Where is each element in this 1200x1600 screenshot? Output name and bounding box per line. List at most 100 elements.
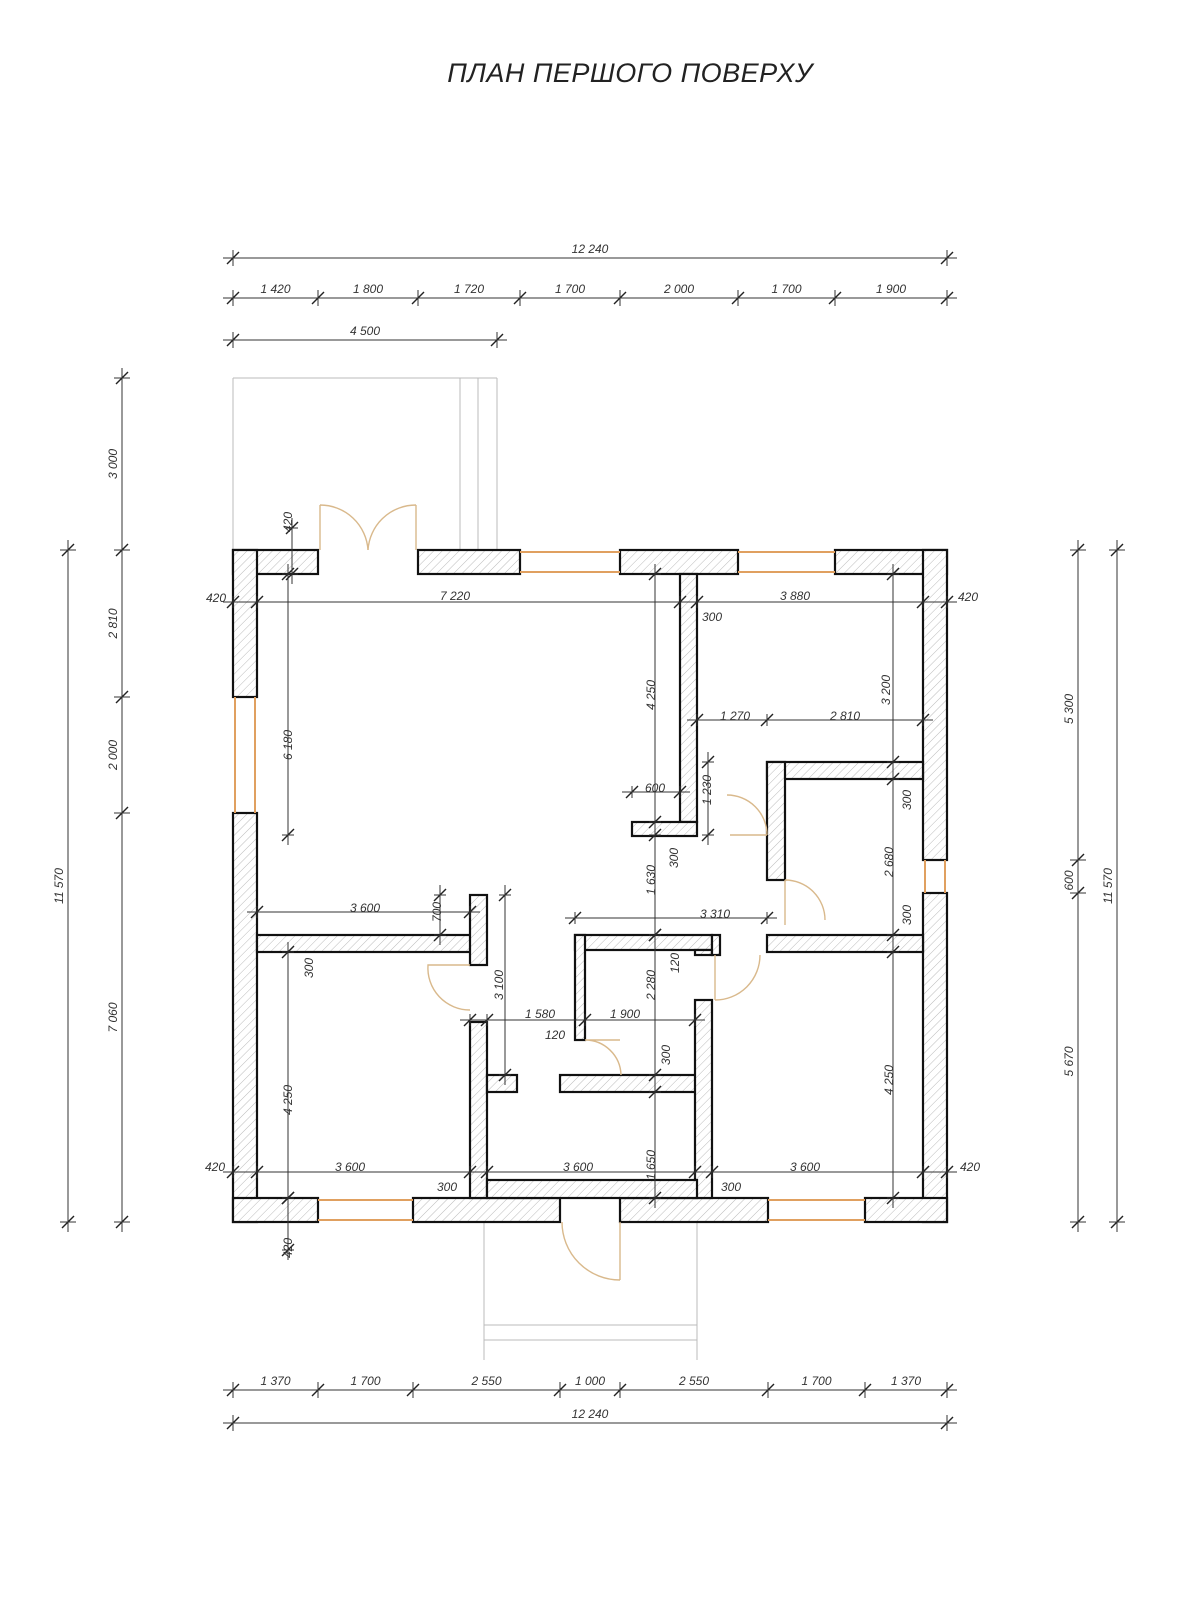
top-chain-dimension: 1 700	[555, 282, 585, 296]
wall	[765, 760, 787, 882]
bottom-chain-dimension: 2 550	[470, 1374, 501, 1388]
top-chain-dimension: 1 800	[353, 282, 383, 296]
porch-dimension: 4 500	[350, 324, 380, 338]
wall	[765, 933, 925, 954]
interior-dimension-label: 3 600	[350, 901, 380, 915]
bottom-chain-dimension: 1 700	[350, 1374, 380, 1388]
dimension-labels: 12 240 1 420 1 800 1 720 1 700 2 000 1 700 1 90…	[52, 242, 1115, 1421]
wall	[618, 548, 740, 576]
interior-dimension-label: 1 900	[610, 1007, 640, 1021]
wall	[231, 548, 259, 699]
wall	[231, 811, 259, 1224]
wall	[573, 933, 714, 952]
left-chain-dimension: 7 060	[106, 1002, 120, 1032]
door-swing	[367, 504, 417, 551]
door-swing	[784, 879, 826, 925]
top-chain-dimension: 1 420	[260, 282, 290, 296]
interior-dimension-label: 300	[437, 1180, 457, 1194]
right-chain-dimension: 600	[1062, 870, 1076, 890]
wall	[416, 548, 522, 576]
interior-dimension-label: 3 100	[492, 970, 506, 1000]
interior-dimension-label: 120	[668, 953, 682, 973]
interior-dimension-label: 4 250	[644, 680, 658, 710]
right-chain-dimension: 5 300	[1062, 694, 1076, 724]
wall	[693, 998, 714, 1200]
left-total-dimension: 11 570	[52, 868, 66, 904]
door-swing	[427, 964, 471, 1011]
interior-dimension-label: 420	[205, 1160, 225, 1174]
drawing-title: ПЛАН ПЕРШОГО ПОВЕРХУ	[447, 58, 813, 88]
wall	[921, 891, 949, 1224]
wall	[558, 1073, 699, 1094]
interior-dimension-label: 2 680	[882, 847, 896, 878]
bottom-chain-dimension: 1 370	[891, 1374, 921, 1388]
wall	[630, 820, 699, 838]
doors	[319, 504, 826, 1281]
bottom-chain-dimension: 2 550	[678, 1374, 709, 1388]
bottom-chain-dimension: 1 370	[260, 1374, 290, 1388]
interior-dimension-label: 3 200	[879, 675, 893, 705]
interior-dimension-label: 300	[900, 790, 914, 810]
wall	[231, 1196, 320, 1224]
wall	[678, 572, 699, 824]
door-swing	[319, 504, 369, 551]
interior-dimension-label: 3 880	[780, 589, 810, 603]
right-chain-dimension: 5 670	[1062, 1046, 1076, 1076]
interior-dimension-label: 4 250	[281, 1085, 295, 1115]
left-chain-dimension: 2 000	[106, 740, 120, 771]
interior-dimension-label: 1 230	[700, 775, 714, 805]
interior-dimension-label: 420	[281, 1238, 295, 1258]
bottom-chain-dimension: 1 700	[801, 1374, 831, 1388]
wall	[710, 933, 722, 957]
left-chain-dimension: 3 000	[106, 449, 120, 479]
top-total-dimension: 12 240	[572, 242, 609, 256]
bottom-total-dimension: 12 240	[572, 1407, 609, 1421]
top-chain-dimension: 2 000	[663, 282, 694, 296]
wall	[573, 933, 587, 1042]
wall	[468, 893, 489, 967]
interior-dimension-label: 1 580	[525, 1007, 555, 1021]
left-chain-dimension: 2 810	[106, 608, 120, 639]
interior-dimension-label: 3 310	[700, 907, 730, 921]
door-swing	[726, 794, 768, 836]
wall	[765, 760, 925, 781]
interior-dimension-label: 600	[645, 781, 665, 795]
interior-dimension-label: 420	[960, 1160, 980, 1174]
top-chain-dimension: 1 700	[771, 282, 801, 296]
interior-dimension-label: 420	[958, 590, 978, 604]
interior-dimension-label: 4 250	[882, 1065, 896, 1095]
interior-dimension-label: 300	[721, 1180, 741, 1194]
interior-dimension-label: 1 630	[644, 865, 658, 895]
interior-dimension-label: 420	[281, 512, 295, 532]
interior-dimension-label: 7 220	[440, 589, 470, 603]
interior-dimension-label: 3 600	[790, 1160, 820, 1174]
interior-dimension-label: 300	[302, 958, 316, 978]
interior-dimension-label: 2 810	[829, 709, 860, 723]
top-chain-dimension: 1 900	[876, 282, 906, 296]
windows	[234, 551, 946, 1221]
bottom-chain-dimension: 1 000	[575, 1374, 605, 1388]
interior-dimension-label: 1 270	[720, 709, 750, 723]
door-swing	[584, 1039, 622, 1076]
interior-dimension-label: 2 280	[644, 970, 658, 1001]
interior-dimension-label: 3 600	[335, 1160, 365, 1174]
interior-dimension-label: 420	[206, 591, 226, 605]
top-chain-dimension: 1 720	[454, 282, 484, 296]
interior-dimension-label: 3 600	[563, 1160, 593, 1174]
interior-dimension-label: 300	[702, 610, 722, 624]
interior-dimension-label: 6 180	[281, 730, 295, 760]
porch-outlines	[232, 377, 698, 1360]
interior-dimension-label: 300	[900, 905, 914, 925]
door-swing	[714, 954, 761, 1001]
interior-dimension-label: 700	[430, 902, 444, 922]
dimension-lines	[60, 250, 1125, 1431]
wall	[921, 548, 949, 862]
wall	[468, 1020, 489, 1200]
door-swing	[561, 1221, 621, 1281]
wall	[618, 1196, 770, 1224]
interior-dimension-label: 120	[545, 1028, 565, 1042]
interior-dimension-label: 300	[659, 1045, 673, 1065]
interior-dimension-label: 300	[667, 848, 681, 868]
wall	[863, 1196, 949, 1224]
